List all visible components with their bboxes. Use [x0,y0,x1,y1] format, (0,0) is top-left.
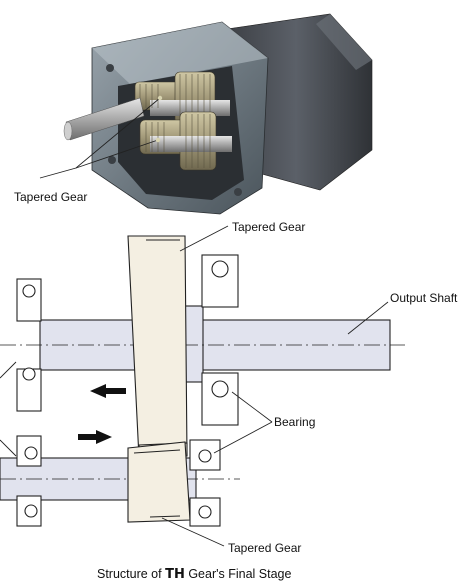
bearing-leader [231,391,273,423]
output-shaft-collar [184,305,204,383]
output-shaft-label: Output Shaft [390,291,458,305]
bearing-lower-left [16,435,42,527]
output-shaft-leader [347,301,389,335]
photo-output-shaft [63,97,145,141]
bearing-lower-right [189,439,221,527]
bearing-upper-left [16,278,42,412]
lower-tapered-gear [127,441,191,523]
lower-gear-cluster [139,111,232,171]
bottom-gear-leader [161,517,225,547]
thrust-arrow-left [90,384,126,398]
bearing-upper-right [201,254,239,426]
section-diagram: Tapered Gear Output Shaft Bearing Tapere… [0,220,458,555]
upper-tapered-gear [127,235,188,459]
bearing-label: Bearing [274,415,315,429]
bottom-tapered-gear-label: Tapered Gear [228,541,301,555]
gearbox-photo: Tapered Gear [14,13,373,215]
thrust-arrow-right [78,430,112,444]
top-gear-leader [179,225,229,252]
photo-tapered-gear-label: Tapered Gear [14,190,87,204]
top-tapered-gear-label: Tapered Gear [232,220,305,234]
figure-caption: Structure of TH Gear's Final Stage [97,567,291,582]
